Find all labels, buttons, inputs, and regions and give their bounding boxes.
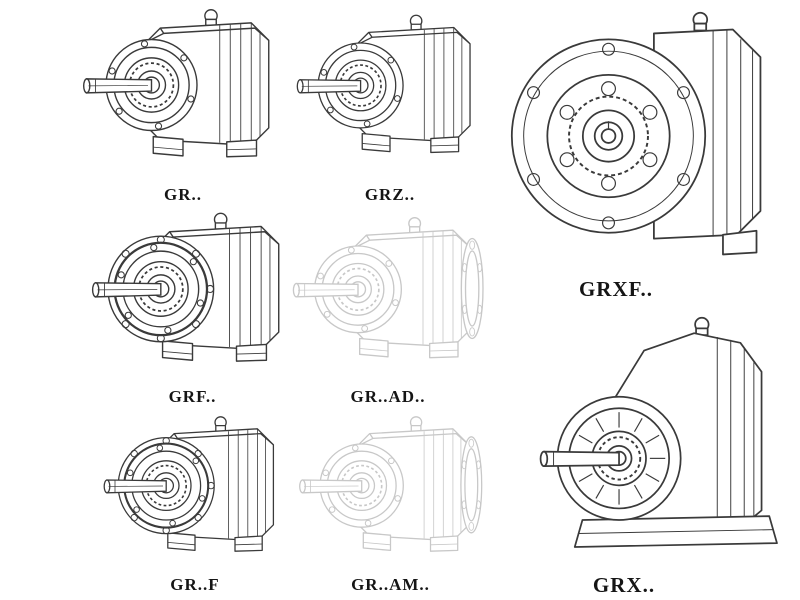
product-cell-gr: GR.. [78, 2, 288, 208]
grx-foot-mounted-gearbox-drawing [539, 316, 778, 548]
product-cell-gram: GR..AM.. [288, 412, 493, 598]
grz-label: GRZ.. [364, 185, 416, 204]
product-cell-grad: GR..AD.. [288, 208, 488, 410]
gram-flange-adapter-gearbox-phantom-drawing [299, 416, 483, 552]
product-cell-grz: GRZ.. [292, 2, 488, 208]
product-cell-grx: GRX.. [498, 312, 794, 598]
grxf-label: GRXF.. [578, 277, 654, 301]
grx-label: GRX.. [592, 573, 656, 597]
grad-label: GR..AD.. [350, 387, 426, 406]
gr-label: GR.. [164, 185, 202, 204]
grff-flange-gearbox-drawing [103, 416, 275, 552]
gr-foot-mounted-gearbox-drawing [82, 9, 270, 158]
product-cell-grff: GR..F [85, 412, 305, 598]
grxf-flange-mounted-gearbox-drawing [510, 11, 762, 256]
grad-adapter-gearbox-phantom-drawing [292, 217, 484, 359]
grff-label: GR..F [170, 575, 220, 594]
grf-label: GRF.. [168, 387, 217, 406]
grz-foot-mounted-gearbox-drawing [296, 14, 471, 154]
grf-flange-gearbox-drawing [91, 212, 280, 362]
gram-label: GR..AM.. [351, 575, 430, 594]
product-cell-grxf: GRXF.. [498, 2, 794, 302]
product-cell-grf: GRF.. [85, 208, 300, 410]
